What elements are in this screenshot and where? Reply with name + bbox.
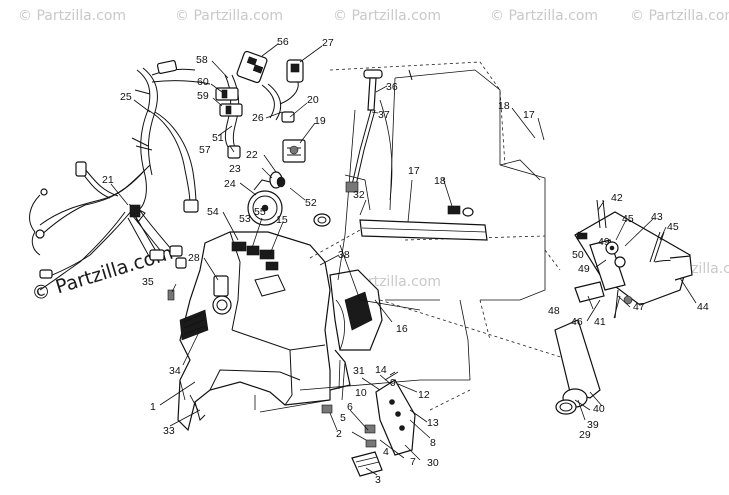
callout-55: 55 [254, 206, 266, 218]
callout-45-a: 45 [622, 213, 634, 225]
strut-assembly [345, 69, 488, 241]
callout-42: 42 [611, 192, 623, 204]
callout-labels: 25 21 58 60 59 51 57 56 27 26 20 19 22 2… [102, 36, 709, 486]
callout-2: 2 [336, 428, 342, 440]
callout-31: 31 [353, 365, 365, 377]
callout-37: 37 [378, 109, 390, 121]
callout-44: 44 [697, 301, 709, 313]
callout-22: 22 [246, 149, 258, 161]
callout-5: 5 [340, 412, 346, 424]
callout-43: 43 [651, 211, 663, 223]
callout-24: 24 [224, 178, 236, 190]
callout-39: 39 [587, 419, 599, 431]
callout-56: 56 [277, 36, 289, 48]
callout-16: 16 [396, 323, 408, 335]
cowl-frame [254, 61, 571, 413]
callout-19: 19 [314, 115, 326, 127]
callout-17-top: 17 [523, 109, 535, 121]
callout-36: 36 [386, 81, 398, 93]
gauge-assembly [247, 171, 331, 227]
callout-40: 40 [593, 403, 605, 415]
callout-59: 59 [197, 90, 209, 102]
watermark-top-4: © Partzilla.com [490, 8, 598, 24]
leader-lines [110, 43, 697, 476]
callout-33: 33 [163, 425, 175, 437]
watermark-top-right: © Partzilla.com [630, 8, 729, 24]
callout-30: 30 [427, 457, 439, 469]
watermark-top-2: © Partzilla.com [175, 8, 283, 24]
callout-34: 34 [169, 365, 181, 377]
pedal-assembly [167, 289, 416, 477]
callout-1: 1 [150, 401, 156, 413]
callout-18-top: 18 [498, 100, 510, 112]
callout-14: 14 [375, 364, 387, 376]
callout-7: 7 [410, 456, 416, 468]
callout-46: 46 [571, 316, 583, 328]
callout-3: 3 [375, 474, 381, 486]
callout-38: 38 [338, 249, 350, 261]
callout-49-b: 49 [578, 263, 590, 275]
callout-15: 15 [276, 214, 288, 226]
console-body [177, 231, 383, 432]
callout-26: 26 [252, 112, 264, 124]
callout-54: 54 [207, 206, 219, 218]
callout-9: 9 [390, 377, 396, 389]
callout-35: 35 [142, 276, 154, 288]
switch-cluster [215, 50, 306, 163]
callout-20: 20 [307, 94, 319, 106]
callout-57: 57 [199, 144, 211, 156]
callout-10: 10 [355, 387, 367, 399]
callout-32: 32 [353, 189, 365, 201]
callout-23: 23 [229, 163, 241, 175]
callout-4: 4 [383, 446, 389, 458]
watermark-top-3: © Partzilla.com [333, 8, 441, 24]
callout-45-b: 45 [667, 221, 679, 233]
callout-18-mid: 18 [434, 175, 446, 187]
callout-53: 53 [239, 213, 251, 225]
lever-assembly [554, 199, 693, 415]
callout-28: 28 [188, 252, 200, 264]
wiring-harness [29, 60, 211, 291]
callout-17-mid: 17 [408, 165, 420, 177]
callout-8: 8 [430, 437, 436, 449]
callout-6: 6 [347, 401, 353, 413]
callout-47: 47 [633, 301, 645, 313]
watermark-top-left: © Partzilla.com [18, 8, 126, 24]
callout-41: 41 [594, 316, 606, 328]
callout-25: 25 [120, 91, 132, 103]
callout-13: 13 [427, 417, 439, 429]
callout-50: 50 [572, 249, 584, 261]
callout-51: 51 [212, 132, 224, 144]
callout-52: 52 [305, 197, 317, 209]
callout-48: 48 [548, 305, 560, 317]
callout-58: 58 [196, 54, 208, 66]
callout-29: 29 [579, 429, 591, 441]
callout-60: 60 [197, 76, 209, 88]
callout-27: 27 [322, 37, 334, 49]
callout-49: 49 [598, 236, 610, 248]
callout-21: 21 [102, 174, 114, 186]
callout-12: 12 [418, 389, 430, 401]
